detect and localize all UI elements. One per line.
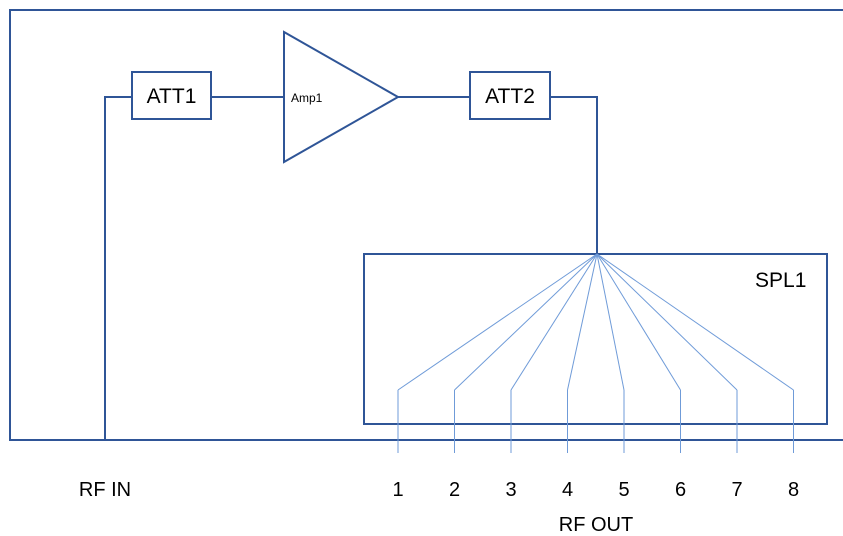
att1-block	[131, 71, 212, 120]
att2-block	[469, 71, 551, 120]
output-pin-label-5: 5	[618, 479, 629, 501]
amp1-label: Amp1	[291, 91, 323, 105]
splitter-branch-7	[596, 253, 738, 391]
splitter-branch-4	[567, 253, 598, 391]
splitter-fan	[397, 253, 794, 453]
output-pins: 1 2 3 4 5 6 7 8	[392, 479, 799, 501]
output-pin-label-4: 4	[562, 479, 573, 501]
output-pin-label-3: 3	[505, 479, 516, 501]
rf-in-label: RF IN	[79, 479, 131, 501]
output-pin-label-7: 7	[731, 479, 742, 501]
output-pin-label-1: 1	[392, 479, 403, 501]
splitter-branch-5	[596, 253, 625, 391]
enclosure-outline	[9, 9, 843, 441]
splitter-branch-6	[596, 253, 681, 391]
spl1-block	[363, 253, 828, 425]
splitter-branch-1	[397, 253, 598, 391]
splitter-branch-2	[454, 253, 598, 391]
splitter-branch-3	[510, 253, 598, 391]
spl1-label: SPL1	[755, 269, 806, 292]
att2-to-spl1-wire	[550, 96, 598, 254]
output-pin-label-6: 6	[675, 479, 686, 501]
rf-in-wire	[104, 96, 132, 440]
att1-label: ATT1	[147, 85, 197, 108]
output-pin-label-2: 2	[449, 479, 460, 501]
rf-out-label: RF OUT	[559, 514, 633, 536]
amp1-block	[283, 30, 401, 164]
splitter-branch-8	[596, 253, 794, 391]
att2-label: ATT2	[485, 85, 535, 108]
output-pin-label-8: 8	[788, 479, 799, 501]
